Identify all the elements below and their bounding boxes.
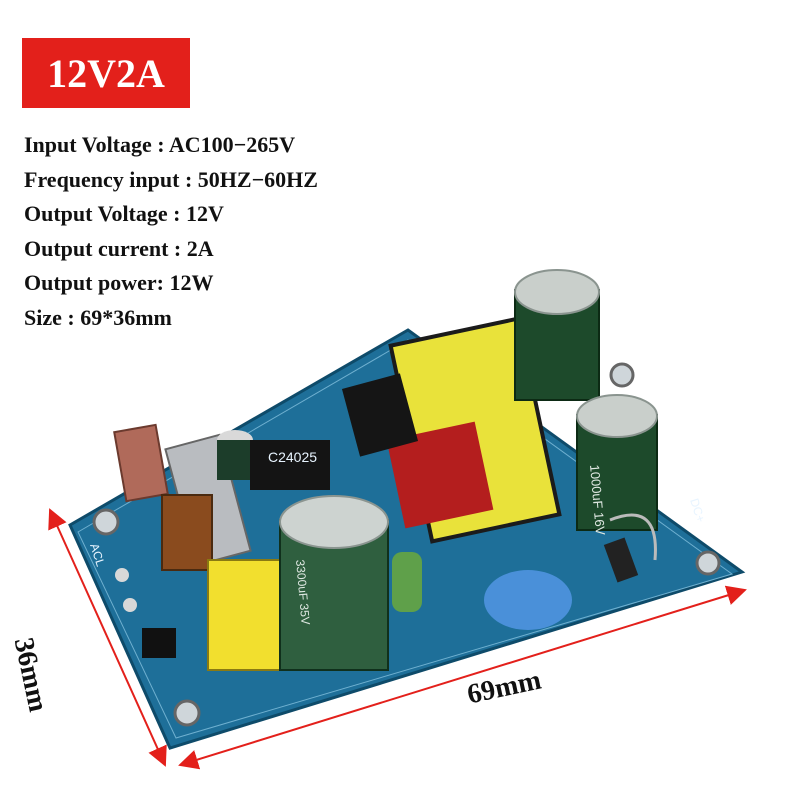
mount-hole [695, 550, 721, 576]
spec-size: Size : 69*36mm [24, 304, 172, 330]
big-capacitor-top [279, 495, 389, 549]
green-cap [392, 552, 422, 612]
diode [603, 537, 639, 583]
width-dimension-arrow [178, 585, 747, 770]
ceramic-cap [484, 570, 572, 630]
spec-output-current: Output current : 2A [24, 235, 214, 261]
cap-label-small: 1000uF 16V [587, 464, 608, 536]
transformer-winding [386, 421, 494, 529]
inductor-coil [161, 494, 213, 571]
spec-frequency: Frequency input : 50HZ−60HZ [24, 166, 318, 192]
output-cap-2-top [576, 394, 658, 438]
mount-hole [92, 508, 120, 536]
ic-label: C24025 [268, 449, 317, 465]
height-dimension-arrow [48, 508, 167, 767]
spec-list: Input Voltage : AC100−265V Frequency inp… [24, 128, 318, 335]
ic-chip [250, 440, 330, 490]
spec-output-power: Output power: 12W [24, 270, 214, 295]
spec-input-voltage: Input Voltage : AC100−265V [24, 132, 296, 157]
mount-hole [173, 699, 201, 727]
mount-hole [609, 362, 635, 388]
output-cap-1-top [514, 269, 600, 315]
dc-label: DC+ [687, 497, 708, 524]
fuse [113, 423, 169, 503]
mosfet [341, 373, 419, 457]
spec-output-voltage: Output Voltage : 12V [24, 201, 224, 226]
bridge-chip [142, 628, 176, 658]
x-capacitor [207, 559, 291, 671]
product-badge: 12V2A [22, 38, 190, 108]
